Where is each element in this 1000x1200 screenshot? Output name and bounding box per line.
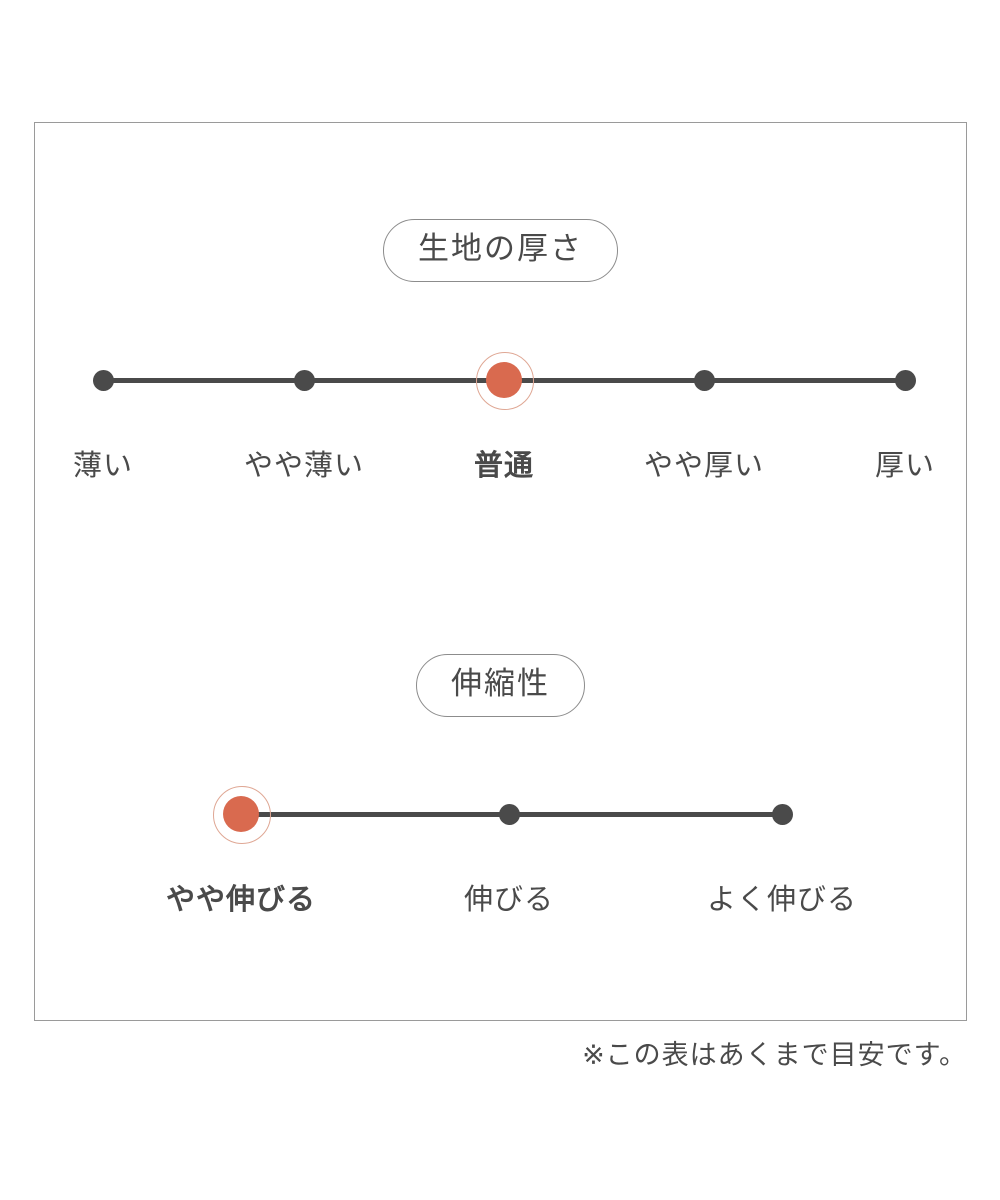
- stretch-label-1[interactable]: 伸びる: [463, 882, 555, 916]
- section-thickness-badge: 生地の厚さ: [383, 219, 618, 282]
- thickness-label-0[interactable]: 薄い: [72, 448, 134, 482]
- thickness-dot-futsuu[interactable]: [486, 362, 522, 398]
- stretch-dot-yoku-nobiru[interactable]: [771, 803, 793, 825]
- thickness-dot-usui[interactable]: [92, 369, 114, 391]
- stretch-dot-yaya-nobiru[interactable]: [223, 796, 259, 832]
- disclaimer-note: ※この表はあくまで目安です。: [582, 1040, 967, 1071]
- thickness-label-3[interactable]: やや厚い: [643, 448, 765, 482]
- thickness-selected-ring: [476, 352, 534, 410]
- thickness-dot-yaya-usui[interactable]: [293, 369, 315, 391]
- thickness-dot-atsui[interactable]: [894, 369, 916, 391]
- thickness-label-1[interactable]: やや薄い: [243, 448, 365, 482]
- thickness-label-4[interactable]: 厚い: [874, 448, 936, 482]
- thickness-label-2[interactable]: 普通: [473, 448, 535, 482]
- section-stretch-title-row: 伸縮性: [35, 654, 966, 717]
- section-stretch-badge: 伸縮性: [416, 654, 585, 717]
- stretch-selected-ring: [213, 786, 271, 844]
- stretch-dot-nobiru[interactable]: [498, 803, 520, 825]
- stretch-label-2[interactable]: よく伸びる: [706, 882, 858, 916]
- fabric-spec-panel: 生地の厚さ 薄い やや薄い 普通 やや厚い 厚い 伸縮性 やや伸びる 伸びる よ…: [34, 122, 967, 1021]
- thickness-dot-yaya-atsui[interactable]: [693, 369, 715, 391]
- section-thickness-title-row: 生地の厚さ: [35, 219, 966, 282]
- stretch-label-0[interactable]: やや伸びる: [165, 882, 317, 916]
